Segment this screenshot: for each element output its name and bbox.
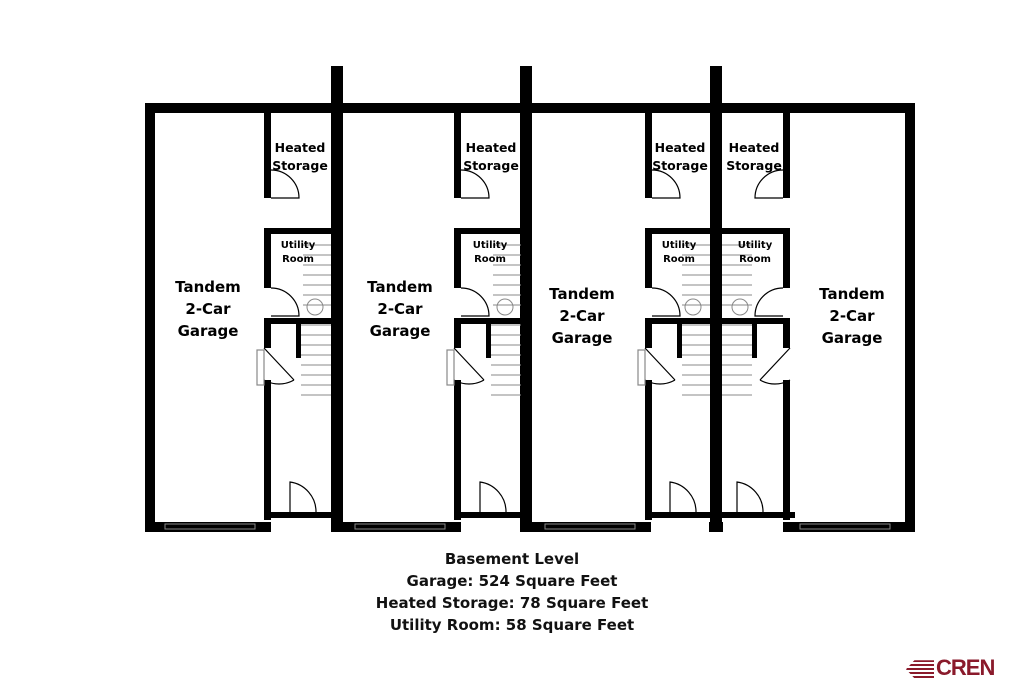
storage-label: Heated (275, 140, 326, 155)
storage-label: Storage (463, 158, 519, 173)
logo-stripes-icon (906, 660, 934, 679)
garage-label: 2-Car (829, 307, 875, 325)
storage-label: Heated (655, 140, 706, 155)
caption-garage: Garage: 524 Square Feet (406, 572, 618, 590)
cren-logo: CREN (906, 655, 995, 681)
utility-label: Room (739, 254, 771, 265)
utility-label: Utility (738, 240, 773, 251)
garage-label: Garage (178, 322, 239, 340)
garage-label: 2-Car (559, 307, 605, 325)
utility-label: Room (474, 254, 506, 265)
utility-label: Room (282, 254, 314, 265)
caption-utility: Utility Room: 58 Square Feet (389, 616, 635, 634)
utility-label: Utility (662, 240, 697, 251)
storage-label: Storage (272, 158, 328, 173)
garage-label: Tandem (819, 285, 885, 303)
caption-title: Basement Level (444, 550, 580, 568)
logo-text: CREN (936, 655, 995, 680)
storage-label: Storage (652, 158, 708, 173)
caption-storage: Heated Storage: 78 Square Feet (375, 594, 649, 612)
walls (145, 66, 915, 532)
storage-label: Heated (729, 140, 780, 155)
garage-label: Garage (370, 322, 431, 340)
garage-label: Tandem (549, 285, 615, 303)
utility-label: Utility (281, 240, 316, 251)
garage-label: 2-Car (377, 300, 423, 318)
garage-label: Tandem (367, 278, 433, 296)
storage-label: Storage (726, 158, 782, 173)
utility-label: Utility (473, 240, 508, 251)
garage-label: Garage (822, 329, 883, 347)
storage-label: Heated (466, 140, 517, 155)
utility-label: Room (663, 254, 695, 265)
garage-label: Garage (552, 329, 613, 347)
garage-label: 2-Car (185, 300, 231, 318)
garage-doors (164, 244, 891, 530)
doors (256, 169, 791, 513)
garage-label: Tandem (175, 278, 241, 296)
